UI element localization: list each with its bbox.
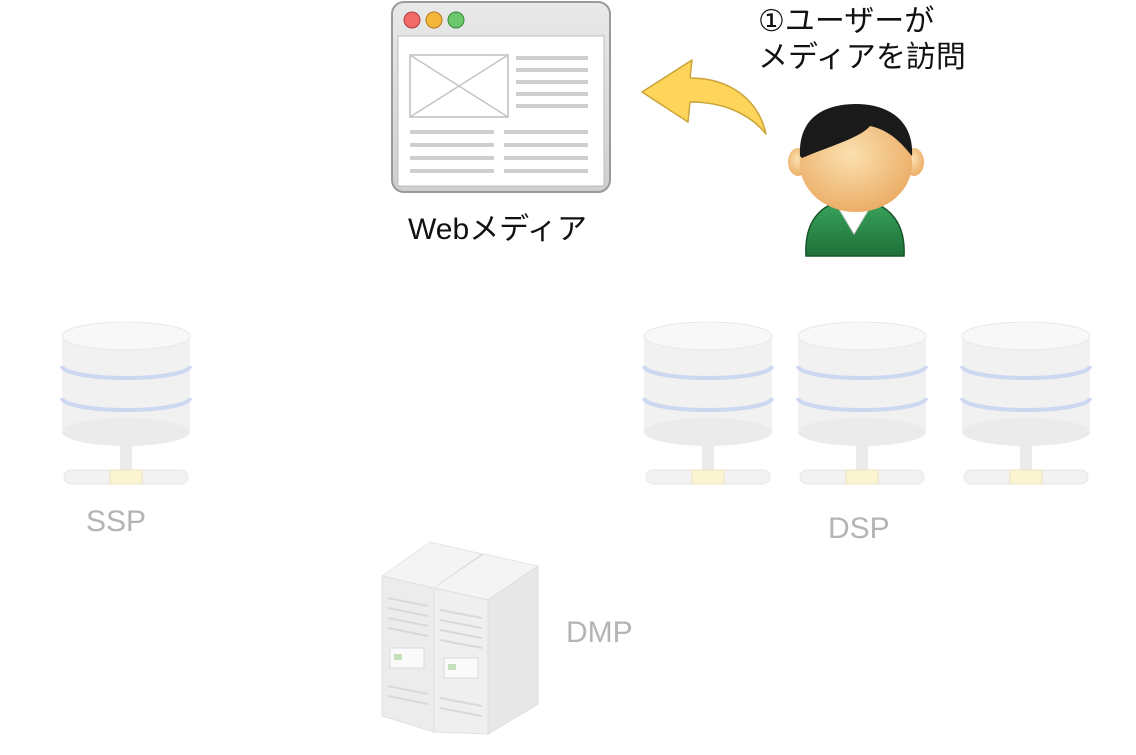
browser-window-icon	[391, 1, 611, 193]
dmp-label: DMP	[566, 616, 633, 649]
ssp-database	[58, 322, 194, 492]
user-person-icon	[788, 104, 924, 257]
curved-arrow-icon	[641, 59, 767, 135]
server-tower-icon	[380, 541, 540, 735]
web-media-browser-window	[390, 0, 612, 196]
web-media-label: Webメディア	[408, 213, 588, 246]
dsp-database-3	[958, 322, 1094, 492]
ssp-label: SSP	[86, 505, 147, 538]
step-1-line-1: ①ユーザーが	[758, 5, 935, 38]
database-server-icon	[642, 322, 774, 485]
dsp-label: DSP	[828, 512, 890, 545]
dmp-server	[376, 536, 544, 736]
database-server-icon	[60, 322, 192, 485]
user-avatar	[778, 100, 932, 258]
step-1-caption: ①ユーザーが メディアを訪問	[758, 4, 966, 76]
visit-arrow	[636, 56, 776, 138]
step-1-line-2: メディアを訪問	[758, 41, 966, 74]
dsp-database-2	[794, 322, 930, 492]
database-server-icon	[796, 322, 928, 485]
dsp-database-1	[640, 322, 776, 492]
database-server-icon	[960, 322, 1092, 485]
